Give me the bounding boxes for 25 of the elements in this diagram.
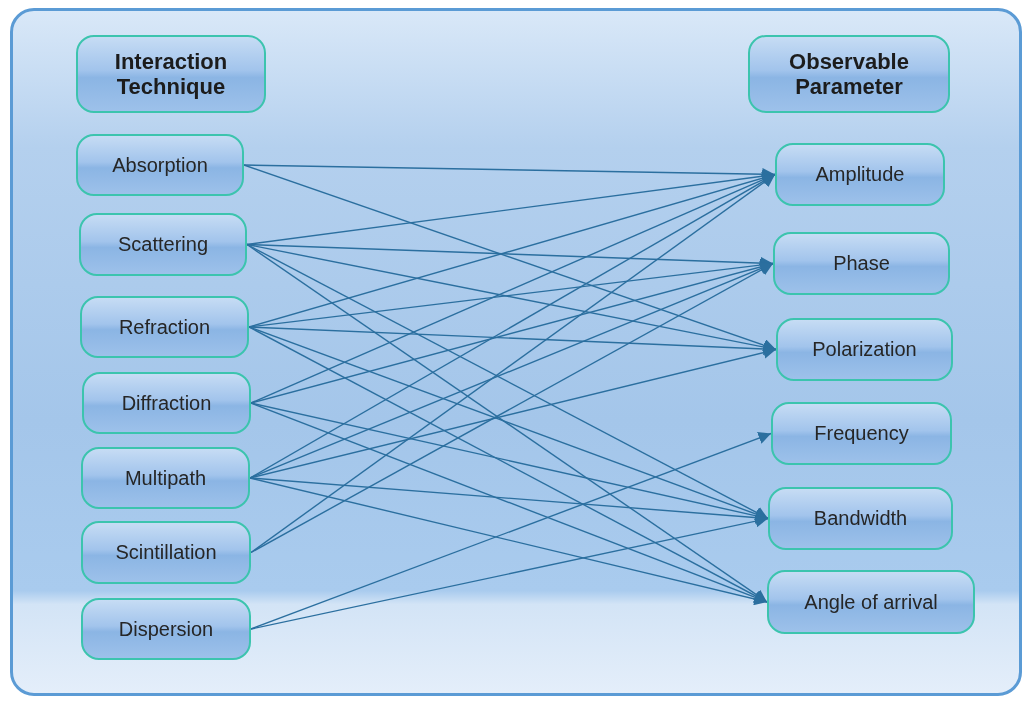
arrow — [250, 432, 772, 630]
arrow — [248, 326, 768, 603]
rounded-node: Dispersion — [81, 598, 251, 660]
rounded-node: Multipath — [81, 447, 250, 509]
arrow — [246, 243, 768, 603]
rounded-node: Angle of arrival — [767, 570, 975, 634]
rounded-node: Refraction — [80, 296, 249, 358]
arrow — [243, 164, 777, 352]
rounded-node: Scintillation — [81, 521, 251, 584]
arrow — [250, 173, 776, 404]
rounded-node: Absorption — [76, 134, 244, 196]
header-box: Interaction Technique — [76, 35, 266, 113]
arrow — [249, 262, 774, 479]
arrow — [250, 262, 774, 554]
rounded-node: Scattering — [79, 213, 247, 276]
header-box: Observable Parameter — [748, 35, 950, 113]
rounded-node: Diffraction — [82, 372, 251, 434]
arrow — [250, 402, 768, 604]
arrow — [246, 243, 769, 520]
rounded-node: Amplitude — [775, 143, 945, 206]
rounded-node: Bandwidth — [768, 487, 953, 550]
arrow — [249, 477, 768, 606]
rounded-node: Polarization — [776, 318, 953, 381]
rounded-node: Frequency — [771, 402, 952, 465]
rounded-node: Phase — [773, 232, 950, 295]
